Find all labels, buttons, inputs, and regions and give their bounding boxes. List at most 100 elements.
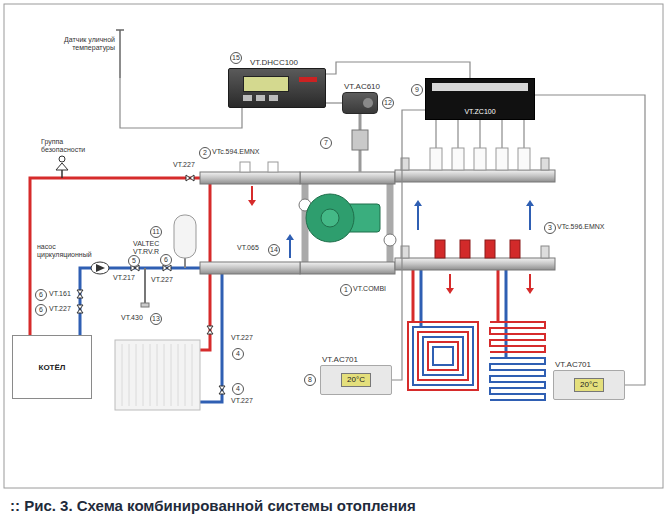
part-label: VT.065	[236, 244, 260, 252]
mixing-unit	[387, 176, 394, 270]
right-manifold	[541, 246, 549, 258]
signal-wire	[457, 120, 458, 148]
actuator-knob	[363, 98, 373, 108]
signal-wire	[479, 120, 480, 148]
return-pipe	[80, 268, 200, 335]
floor-loop-spiral	[413, 327, 473, 385]
flow-arrow	[526, 288, 534, 294]
callout-number: 2	[199, 147, 211, 159]
right-manifold	[510, 240, 520, 258]
drain-valve	[144, 268, 146, 303]
part-label: VTc.594.EMNX	[211, 148, 260, 156]
supply-pipe	[497, 270, 500, 322]
right-manifold	[474, 148, 486, 170]
flow-arrow	[248, 186, 534, 294]
mixing-unit	[352, 130, 368, 150]
callout-number: 1	[340, 284, 352, 296]
flow-arrow	[414, 200, 422, 206]
right-manifold	[541, 158, 549, 170]
outdoor-sensor	[116, 29, 124, 31]
right-manifold	[395, 258, 555, 270]
control-button	[256, 95, 265, 101]
callout-number: 4	[232, 383, 244, 395]
temperature-display: 20°C	[341, 373, 371, 387]
part-label: VT.227	[230, 397, 254, 405]
supply-pipe	[30, 178, 200, 335]
right-manifold	[452, 148, 464, 170]
return-pipe	[200, 274, 222, 402]
callout-number: 6	[35, 304, 47, 316]
part-label: насос циркуляционный	[36, 243, 96, 259]
flow-arrow	[248, 200, 256, 206]
safety-group	[56, 163, 68, 170]
right-manifold	[430, 148, 442, 170]
left-manifold	[240, 162, 250, 172]
mixing-unit	[299, 114, 396, 274]
callout-number: 6	[35, 289, 47, 301]
radiator	[115, 340, 200, 410]
callout-number: 8	[304, 374, 316, 386]
radiator	[115, 340, 200, 410]
left-manifold	[200, 172, 300, 184]
part-label: VT.COMBI	[352, 285, 387, 293]
control-button	[269, 95, 278, 101]
part-label: VT.227	[230, 334, 254, 342]
part-name: VT.AC701	[554, 360, 592, 369]
temperature-display: 20°C	[574, 378, 604, 392]
floor-loop-spiral	[428, 342, 458, 370]
signal-wire	[501, 120, 502, 148]
part-label: VT.217	[112, 274, 136, 282]
left-manifold	[268, 162, 278, 172]
left-manifold	[200, 162, 300, 274]
heating-controller: VT.DHCC100	[228, 68, 326, 108]
floor-loop-spiral	[408, 322, 478, 390]
safety-group	[56, 156, 68, 178]
callout-number: 13	[150, 313, 162, 325]
mixing-unit	[384, 234, 396, 246]
flow-arrow	[446, 288, 454, 294]
callout-number: 9	[411, 84, 423, 96]
radiator	[122, 344, 192, 406]
part-label: VT.227	[150, 276, 174, 284]
return-pipe	[505, 270, 508, 358]
callout-number: 14	[268, 244, 280, 256]
signal-wire	[435, 120, 436, 148]
valve-symbol	[186, 175, 194, 181]
right-manifold	[435, 240, 445, 258]
callout-number: 6	[160, 254, 172, 266]
callout-number: 5	[128, 255, 140, 267]
figure-caption: :: Рис. 3. Схема комбинированной системы…	[10, 497, 416, 515]
control-wire	[326, 62, 470, 78]
valve-symbol	[77, 290, 83, 298]
floor-loop-serpentine	[490, 358, 545, 400]
mixing-unit	[300, 262, 395, 274]
part-label: VT.227	[48, 305, 72, 313]
control-wire	[326, 102, 342, 103]
flow-arrow	[449, 274, 451, 288]
flow-arrow	[289, 240, 291, 258]
floor-loop-serpentine	[490, 322, 545, 400]
expansion-tank	[174, 215, 196, 258]
zone-controller: VT.ZC100	[425, 78, 535, 120]
part-name: VT.AC610	[343, 82, 381, 91]
right-manifold	[485, 240, 495, 258]
brand-mark	[299, 77, 317, 82]
valve-symbol	[77, 305, 83, 313]
right-manifold	[460, 240, 470, 258]
callout-number: 11	[150, 226, 162, 238]
boiler-label: КОТЁЛ	[39, 363, 66, 372]
left-manifold	[200, 262, 300, 274]
valve-symbol	[207, 326, 213, 334]
part-label: VTc.596.EMNX	[556, 223, 605, 231]
control-wire	[392, 110, 425, 380]
safety-group	[61, 170, 63, 178]
return-pipe	[420, 270, 423, 327]
flow-arrow	[526, 200, 534, 206]
right-manifold	[518, 148, 530, 170]
circulation-pump	[321, 209, 339, 227]
callout-number: 4	[232, 348, 244, 360]
lcd-screen	[243, 76, 289, 92]
part-name: VT.DHCC100	[249, 58, 299, 67]
right-manifold	[395, 170, 555, 182]
